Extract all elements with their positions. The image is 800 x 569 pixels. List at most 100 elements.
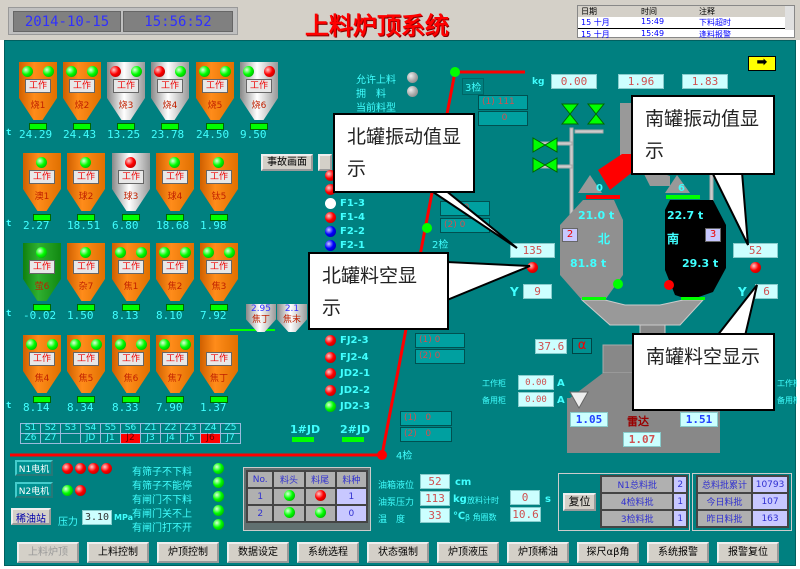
work-button[interactable]: 工作 — [157, 79, 183, 93]
nav-button-3[interactable]: 炉顶控制 — [157, 542, 219, 563]
grid-cell: S1 — [20, 423, 41, 434]
silo-label: 萤6 — [34, 282, 50, 292]
nav-button-5[interactable]: 系统选程 — [297, 542, 359, 563]
nav-button-9[interactable]: 探尺αβ角 — [577, 542, 639, 563]
grid-cell: Z3 — [180, 423, 201, 434]
silo-球3[interactable]: 工作球3 — [112, 153, 150, 223]
fault-lamp — [213, 463, 224, 474]
silo-焦1[interactable]: 工作焦1 — [112, 243, 150, 313]
work-button[interactable]: 工作 — [29, 260, 55, 274]
silo-焦丁[interactable]: 工作焦丁 — [200, 335, 238, 405]
silo-澳1[interactable]: 工作澳1 — [23, 153, 61, 223]
nav-button-1[interactable]: 上料炉顶 — [17, 542, 79, 563]
valve-lamp — [325, 212, 336, 223]
silo-焦3[interactable]: 工作焦3 — [200, 243, 238, 313]
work-button[interactable]: 工作 — [118, 170, 144, 184]
work-button[interactable]: 工作 — [73, 170, 99, 184]
work-button[interactable]: 工作 — [73, 352, 99, 366]
nav-button-11[interactable]: 报警复位 — [717, 542, 779, 563]
silo-萤6[interactable]: 工作萤6 — [23, 243, 61, 313]
scrollbar[interactable] — [785, 6, 794, 30]
alpha-button[interactable]: α — [572, 338, 592, 354]
work-button[interactable]: 工作 — [202, 79, 228, 93]
silo-焦5[interactable]: 工作焦5 — [67, 335, 105, 405]
reset-button[interactable]: 复位 — [563, 493, 596, 511]
nav-button-8[interactable]: 炉顶稀油 — [507, 542, 569, 563]
silo-焦6[interactable]: 工作焦6 — [112, 335, 150, 405]
south-lamp — [664, 280, 674, 290]
value: 0 — [434, 335, 441, 345]
silo-球4[interactable]: 工作球4 — [156, 153, 194, 223]
silo-烧2[interactable]: 工作烧2 — [63, 62, 101, 132]
n1-motor-button[interactable]: N1电机 — [15, 460, 53, 476]
grid-cell — [60, 433, 81, 444]
status-lamp — [136, 339, 147, 350]
status-lamp — [66, 66, 77, 77]
work-button[interactable]: 工作 — [118, 352, 144, 366]
label: (2) — [404, 429, 417, 439]
south-vibration-value: 52 — [733, 243, 778, 258]
silo-烧6[interactable]: 工作烧6 — [240, 62, 278, 132]
valve-icon[interactable] — [532, 103, 606, 173]
nav-button-10[interactable]: 系统报警 — [647, 542, 709, 563]
work-button[interactable]: 工作 — [73, 260, 99, 274]
work-button[interactable]: 工作 — [206, 352, 232, 366]
jd-icon[interactable] — [292, 437, 364, 442]
check3-batch-value: 1 — [672, 509, 688, 528]
accident-screen-button[interactable]: 事故画面 — [261, 154, 313, 171]
valve-label: F2-1 — [340, 240, 365, 251]
status-lamp — [159, 339, 170, 350]
silo-焦2[interactable]: 工作焦2 — [156, 243, 194, 313]
work-button[interactable]: 工作 — [29, 170, 55, 184]
radar-right-value: 1.51 — [680, 412, 718, 427]
nav-button-7[interactable]: 炉顶液压 — [437, 542, 499, 563]
nav-button-6[interactable]: 状态强制 — [367, 542, 429, 563]
work-button[interactable]: 工作 — [206, 170, 232, 184]
work-button[interactable]: 工作 — [69, 79, 95, 93]
n2-motor-button[interactable]: N2电机 — [15, 482, 53, 498]
fault-label: 有闸门打不开 — [132, 523, 192, 534]
silo-球2[interactable]: 工作球2 — [67, 153, 105, 223]
next-page-arrow-icon[interactable]: ➡ — [748, 56, 776, 71]
silo-烧1[interactable]: 工作烧1 — [19, 62, 57, 132]
work-button[interactable]: 工作 — [206, 260, 232, 274]
silo-weight: 1.98 — [200, 219, 227, 232]
silo-label: 烧6 — [251, 101, 267, 111]
silo-焦7[interactable]: 工作焦7 — [156, 335, 194, 405]
motor-lamp — [62, 463, 73, 474]
work-button[interactable]: 工作 — [118, 260, 144, 274]
work-button[interactable]: 工作 — [29, 352, 55, 366]
work-button[interactable]: 工作 — [162, 352, 188, 366]
status-lamp — [131, 66, 142, 77]
silo-烧5[interactable]: 工作烧5 — [196, 62, 234, 132]
work-button[interactable]: 工作 — [246, 79, 272, 93]
status-lamp — [159, 247, 170, 258]
radar-left-value: 1.05 — [570, 412, 608, 427]
silo-焦4[interactable]: 工作焦4 — [23, 335, 61, 405]
work-button[interactable]: 工作 — [162, 260, 188, 274]
check3-node — [450, 67, 460, 77]
work-button[interactable]: 工作 — [25, 79, 51, 93]
work-button[interactable]: 工作 — [162, 170, 188, 184]
status-lamp — [136, 247, 147, 258]
temp-label: 温 度 — [378, 515, 406, 525]
nav-button-4[interactable]: 数据设定 — [227, 542, 289, 563]
oil-station-button[interactable]: 稀油站 — [11, 508, 51, 525]
hidden-button[interactable] — [318, 154, 332, 171]
feeder-bar — [206, 123, 224, 130]
silo-weight: 9.50 — [240, 128, 267, 141]
south-top-cone — [665, 175, 690, 193]
silo-烧3[interactable]: 工作烧3 — [107, 62, 145, 132]
feeder-bar — [122, 396, 140, 403]
nav-button-2[interactable]: 上料控制 — [87, 542, 149, 563]
status-lamp — [283, 489, 295, 501]
label: (2) — [444, 220, 457, 230]
work-button[interactable]: 工作 — [113, 79, 139, 93]
silo-杂7[interactable]: 工作杂7 — [67, 243, 105, 313]
silo-钛5[interactable]: 工作钛5 — [200, 153, 238, 223]
silo-烧4[interactable]: 工作烧4 — [151, 62, 189, 132]
